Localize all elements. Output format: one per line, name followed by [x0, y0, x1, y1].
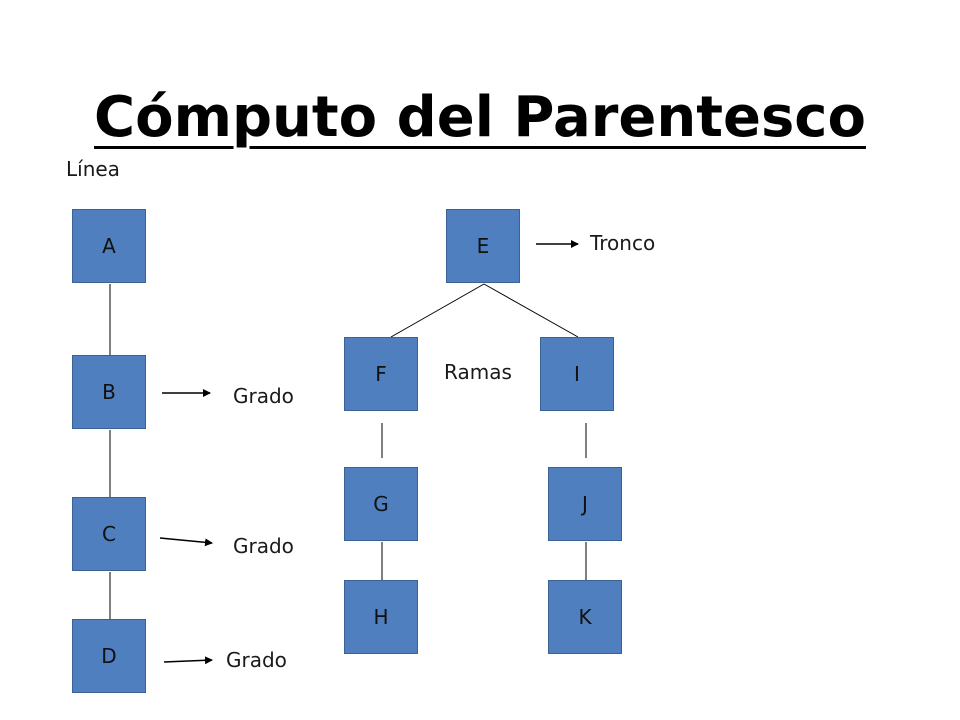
- line-e-i: [483, 283, 579, 338]
- node-k: K: [548, 580, 622, 654]
- linea-label: Línea: [66, 157, 120, 181]
- grado-label-2: Grado: [233, 534, 294, 558]
- node-c: C: [72, 497, 146, 571]
- node-j: J: [548, 467, 622, 541]
- grado-label-1: Grado: [233, 384, 294, 408]
- grado-label-3: Grado: [226, 648, 287, 672]
- node-h: H: [344, 580, 418, 654]
- node-f: F: [344, 337, 418, 411]
- arrow-grado-2: [159, 537, 213, 547]
- node-e: E: [446, 209, 520, 283]
- node-i: I: [540, 337, 614, 411]
- node-b: B: [72, 355, 146, 429]
- tronco-label: Tronco: [590, 231, 656, 255]
- node-g: G: [344, 467, 418, 541]
- node-d: D: [72, 619, 146, 693]
- slide-title: Cómputo del Parentesco: [94, 84, 866, 150]
- ramas-label: Ramas: [444, 360, 512, 384]
- arrow-grado-3: [163, 656, 213, 665]
- line-e-f: [390, 283, 485, 338]
- node-a: A: [72, 209, 146, 283]
